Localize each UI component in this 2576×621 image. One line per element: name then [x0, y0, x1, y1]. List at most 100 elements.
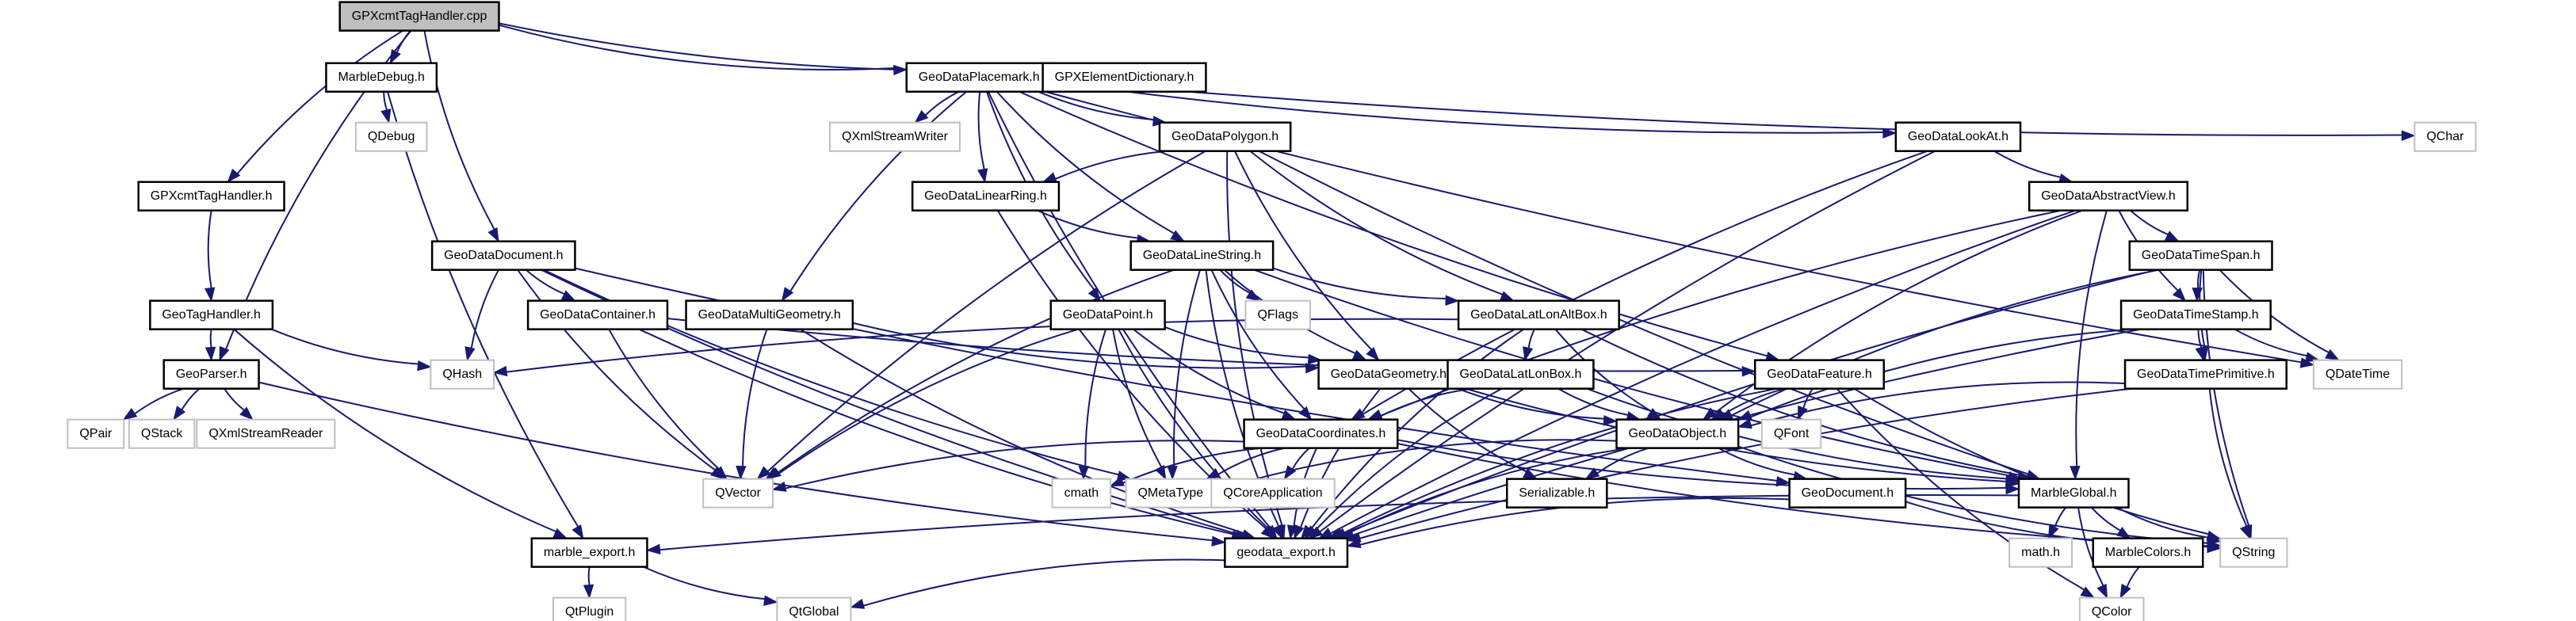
- edge-polygon-to-geometry: [1234, 150, 1380, 361]
- node-label: GeoDocument.h: [1802, 486, 1894, 500]
- node-geoparser[interactable]: GeoParser.h: [162, 359, 260, 390]
- node-geometry[interactable]: GeoDataGeometry.h: [1317, 359, 1460, 390]
- edge-geoparser-to-geodataexport: [258, 381, 1226, 547]
- node-box: [1125, 478, 1217, 509]
- edge-line: [1210, 269, 1305, 410]
- edge-line: [1359, 387, 2133, 539]
- node-marbleglobal[interactable]: MarbleGlobal.h: [2017, 478, 2130, 509]
- node-timeprimitive[interactable]: GeoDataTimePrimitive.h: [2123, 359, 2287, 390]
- edge-line: [2234, 328, 2307, 357]
- node-geodataexport[interactable]: geodata_export.h: [1224, 537, 1349, 568]
- node-gpxh[interactable]: GPXcmtTagHandler.h: [137, 181, 285, 211]
- node-linearring[interactable]: GeoDataLinearRing.h: [911, 181, 1061, 211]
- node-qstring: QString: [2219, 537, 2288, 568]
- node-container[interactable]: GeoDataContainer.h: [526, 299, 669, 330]
- edge-line: [1527, 329, 1535, 349]
- arrowhead-icon: [560, 290, 576, 302]
- node-label: GeoParser.h: [176, 368, 247, 381]
- edge-line: [423, 30, 495, 230]
- node-marblecolors[interactable]: MarbleColors.h: [2092, 537, 2204, 568]
- node-linestring[interactable]: GeoDataLineString.h: [1129, 240, 1275, 271]
- edge-line: [1853, 387, 2209, 535]
- node-box: [829, 121, 961, 152]
- node-marbledebug[interactable]: MarbleDebug.h: [325, 62, 438, 93]
- node-timestamp[interactable]: GeoDataTimeStamp.h: [2119, 299, 2272, 330]
- arrowhead-icon: [2096, 583, 2108, 599]
- node-label: GeoDataFeature.h: [1767, 368, 1872, 381]
- node-label: math.h: [2021, 546, 2060, 559]
- edge-line: [638, 328, 1233, 535]
- node-latlonbox[interactable]: GeoDataLatLonBox.h: [1447, 359, 1595, 390]
- node-placemark[interactable]: GeoDataPlacemark.h: [905, 62, 1053, 93]
- edge-line: [2197, 269, 2201, 288]
- arrowhead-icon: [781, 287, 794, 302]
- edge-line: [1164, 326, 1309, 359]
- node-label: geodata_export.h: [1236, 546, 1336, 559]
- node-object[interactable]: GeoDataObject.h: [1615, 418, 1740, 449]
- edge-line: [1133, 328, 1285, 414]
- node-qxmlwriter: QXmlStreamWriter: [829, 121, 961, 152]
- node-feature[interactable]: GeoDataFeature.h: [1753, 359, 1885, 390]
- edge-linestring-to-latlonaltbox: [1272, 267, 1460, 306]
- node-box: [1615, 418, 1740, 449]
- node-gpxdict[interactable]: GPXElementDictionary.h: [1041, 62, 1207, 93]
- node-label: GeoDataTimePrimitive.h: [2137, 368, 2275, 381]
- node-label: GeoDataLatLonAltBox.h: [1470, 308, 1607, 322]
- node-multigeometry[interactable]: GeoDataMultiGeometry.h: [685, 299, 854, 330]
- node-label: MarbleGlobal.h: [2031, 486, 2117, 500]
- edge-marbleglobal-to-qcolor: [2077, 507, 2108, 599]
- edge-line: [608, 329, 720, 470]
- node-box: [196, 418, 336, 449]
- arrowhead-icon: [1584, 467, 1600, 480]
- edge-line: [1112, 329, 1163, 468]
- edge-line: [1051, 79, 2402, 136]
- node-box: [137, 181, 285, 211]
- node-coordinates[interactable]: GeoDataCoordinates.h: [1243, 418, 1399, 449]
- arrowhead-icon: [977, 168, 988, 184]
- edge-line: [1254, 269, 2009, 477]
- arrowhead-icon: [380, 109, 392, 124]
- edge-line: [587, 566, 590, 585]
- node-polygon[interactable]: GeoDataPolygon.h: [1158, 121, 1292, 152]
- arrowhead-icon: [850, 598, 866, 609]
- node-box: [128, 418, 196, 449]
- edge-timestamp-to-qdatetime: [2234, 328, 2320, 363]
- node-marbleexport[interactable]: marble_export.h: [530, 537, 648, 568]
- edge-latlonaltbox-to-qhash: [492, 318, 1459, 377]
- edge-marbledebug-to-qdebug: [380, 91, 392, 124]
- node-abstractview[interactable]: GeoDataAbstractView.h: [2028, 181, 2189, 211]
- node-box: [2128, 240, 2273, 271]
- edge-line: [526, 269, 565, 295]
- node-geotaghandler[interactable]: GeoTagHandler.h: [149, 299, 274, 330]
- arrowhead-icon: [464, 346, 476, 362]
- edge-feature-to-object: [1710, 387, 1786, 421]
- arrowhead-icon: [1271, 524, 1283, 539]
- node-latlonaltbox[interactable]: GeoDataLatLonAltBox.h: [1457, 299, 1620, 330]
- edge-line: [470, 269, 499, 349]
- node-document[interactable]: GeoDataDocument.h: [430, 240, 576, 271]
- edge-line: [2077, 507, 2104, 586]
- node-serializable[interactable]: Serializable.h: [1505, 478, 1608, 509]
- node-qchar: QChar: [2414, 121, 2477, 152]
- node-geodocument[interactable]: GeoDocument.h: [1788, 478, 1907, 509]
- node-timespan[interactable]: GeoDataTimeSpan.h: [2128, 240, 2273, 271]
- arrowhead-icon: [1109, 476, 1125, 487]
- node-point[interactable]: GeoDataPoint.h: [1049, 299, 1166, 330]
- edge-line: [852, 322, 1306, 369]
- node-box: [776, 596, 852, 621]
- node-root[interactable]: GPXcmtTagHandler.cpp: [338, 1, 500, 32]
- edge-line: [1055, 150, 1168, 180]
- edge-coordinates-to-qmetatype: [1206, 447, 1286, 480]
- arrowhead-icon: [227, 168, 241, 183]
- node-box: [67, 418, 125, 449]
- node-label: QPair: [79, 427, 113, 440]
- edge-line: [2054, 507, 2067, 528]
- edge-line: [134, 387, 184, 415]
- edge-line: [1596, 447, 1649, 474]
- arrowhead-icon: [173, 406, 186, 421]
- node-label: MarbleColors.h: [2105, 546, 2191, 559]
- node-lookat[interactable]: GeoDataLookAt.h: [1894, 121, 2022, 152]
- node-box: [2028, 181, 2189, 211]
- arrowhead-icon: [1445, 295, 1460, 306]
- node-qvector: QVector: [702, 478, 774, 509]
